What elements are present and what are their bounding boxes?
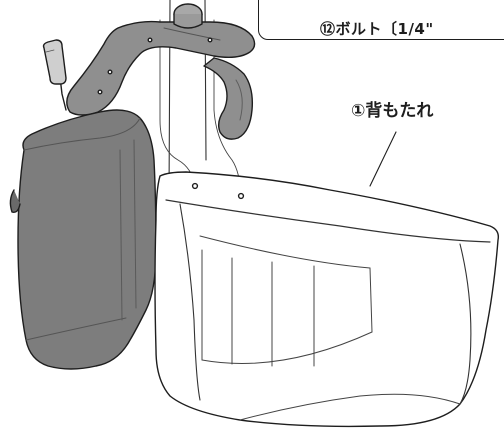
callout-box xyxy=(258,0,504,40)
backrest xyxy=(154,171,500,428)
mounting-bracket xyxy=(66,3,256,116)
bracket-arm xyxy=(203,57,254,140)
backrest-label: ①背もたれ xyxy=(351,101,434,121)
bolt-callout-text: ⑫ボルト〔1/4" xyxy=(320,20,434,38)
backrest-leader-line xyxy=(369,131,397,187)
back-cushion xyxy=(9,109,157,370)
stem-knob xyxy=(42,39,67,111)
